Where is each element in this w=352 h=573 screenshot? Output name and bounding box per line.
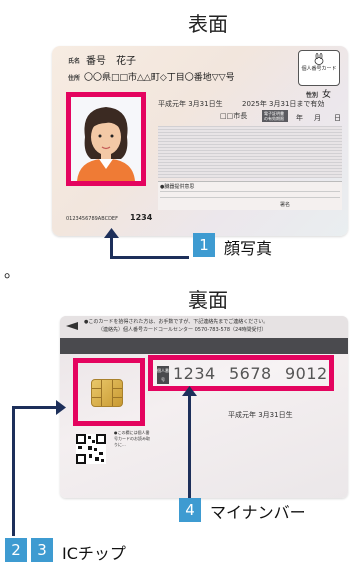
ic-chip <box>91 379 123 407</box>
expiry-date: 2025年 3月31日まで有効 <box>242 100 325 108</box>
photo-callout-label: 顔写真 <box>224 239 273 258</box>
chip-highlight-box <box>73 358 145 426</box>
qr-code <box>76 434 106 464</box>
photo-arrow-icon <box>104 228 119 238</box>
address-value: 〇〇県□□市△△町◇丁目〇番地▽▽号 <box>84 73 235 83</box>
certificate-sticker: 電子証明書の有効期限 <box>262 110 288 122</box>
photo-connector-horizontal <box>110 256 189 259</box>
magnetic-stripe <box>60 338 348 354</box>
gender-value: 女 <box>322 90 332 100</box>
number-connector <box>188 392 191 498</box>
number-arrow-icon <box>182 386 197 396</box>
chip-connector-vertical <box>12 406 15 536</box>
my-number-callout-badge: 4 <box>179 498 201 522</box>
organ-donor-area: ●臓器提供意思 署名 <box>158 181 342 210</box>
mayor-label: □□市長 <box>220 112 248 120</box>
my-number-highlight-box: 個人番号 1234 5678 9012 <box>148 355 334 391</box>
chip-callout-badge-b: 3 <box>31 538 53 562</box>
arrow-left-icon <box>66 322 78 330</box>
notice-line-2: （連絡先）個人番号カードコールセンター 0570-783-578（24時間受付） <box>98 327 267 333</box>
date-day: 日 <box>334 114 341 122</box>
back-heading: 裏面 <box>188 288 228 312</box>
donor-rule-2 <box>160 197 340 198</box>
address-label: 住所 <box>68 75 81 82</box>
security-code: 1234 <box>130 213 153 222</box>
photo-connector-vertical <box>110 236 113 258</box>
chip-callout-label: ICチップ <box>62 544 126 563</box>
notice-strip: ●このカードを拾得された方は、お手数ですが、下記連絡先までご連絡ください。 （連… <box>60 316 348 338</box>
rabbit-icon <box>314 53 324 65</box>
name-value: 番号 花子 <box>86 56 136 67</box>
date-year: 年 <box>296 114 303 122</box>
photo-callout-badge: 1 <box>193 233 215 257</box>
side-note: ●この欄には個人番号カードのお読み取りに... <box>114 430 150 447</box>
date-month: 月 <box>314 114 321 122</box>
sign-label: 署名 <box>280 202 291 208</box>
card-badge: 個人番号カード <box>298 50 340 86</box>
card-back: ●このカードを拾得された方は、お手数ですが、下記連絡先までご連絡ください。 （連… <box>60 316 348 498</box>
photo-highlight-box <box>66 92 146 186</box>
card-badge-label: 個人番号カード <box>301 66 337 72</box>
chip-arrow-icon <box>56 400 66 415</box>
serial-number: 0123456789ABCDEF <box>66 216 118 222</box>
portrait-photo <box>71 97 141 181</box>
birth-date: 平成元年 3月31日生 <box>158 100 223 108</box>
chip-callout-badge-a: 2 <box>5 538 27 562</box>
back-birth-date: 平成元年 3月31日生 <box>228 411 293 419</box>
stray-period: 。 <box>4 262 21 281</box>
card-front: 氏名 番号 花子 住所 〇〇県□□市△△町◇丁目〇番地▽▽号 個人番号カード 性… <box>52 46 348 236</box>
number-label: 個人番号 <box>157 366 169 384</box>
number-part-3: 9012 <box>285 364 328 383</box>
chip-connector-horizontal <box>12 406 58 409</box>
gender-label: 性別 <box>306 92 319 99</box>
my-number-callout-label: マイナンバー <box>210 503 306 522</box>
name-label: 氏名 <box>68 58 81 65</box>
number-part-2: 5678 <box>229 364 272 383</box>
donor-text: ●臓器提供意思 <box>160 184 195 190</box>
notice-line-1: ●このカードを拾得された方は、お手数ですが、下記連絡先までご連絡ください。 <box>84 319 269 325</box>
donor-rule <box>160 191 340 192</box>
notes-area <box>158 126 342 178</box>
number-part-1: 1234 <box>173 364 216 383</box>
qr-code-icon <box>76 434 106 464</box>
front-heading: 表面 <box>188 12 228 36</box>
